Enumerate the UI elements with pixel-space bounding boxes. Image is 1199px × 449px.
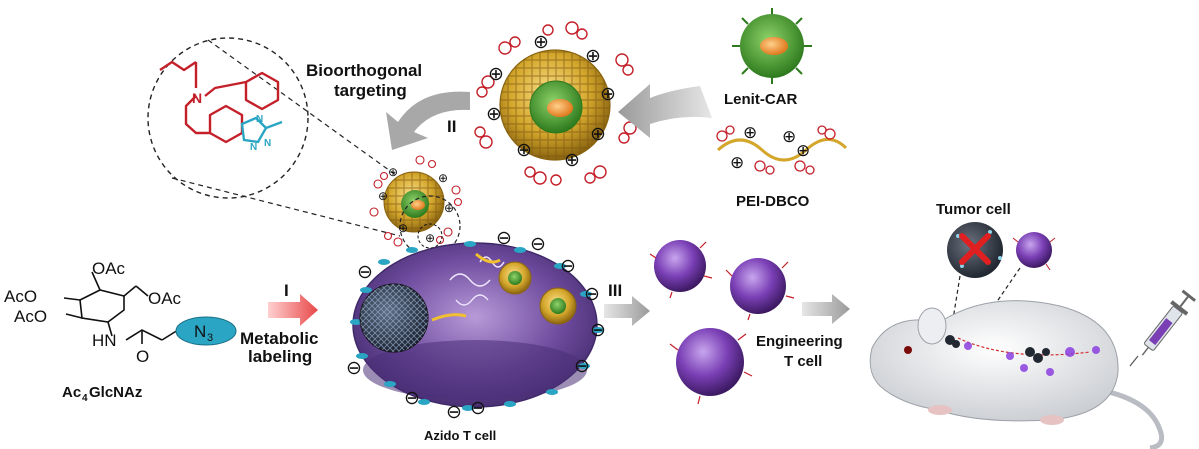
plus-sign: ⊕ <box>388 165 398 179</box>
ac4glcnaz-rest: GlcNAz <box>89 384 142 401</box>
label-aco-bottom: AcO <box>14 307 47 326</box>
plus-sign: ⊕ <box>438 171 448 185</box>
plus-charges-large: ⊕ ⊕ ⊕ ⊕ ⊕ ⊕ ⊕ ⊕ <box>486 32 616 171</box>
plus-sign: ⊕ <box>516 140 532 161</box>
minus-sign: ⊖ <box>470 398 486 419</box>
dbco-n-label: N <box>192 90 202 106</box>
label-ac4glcnaz: Ac 4 GlcNAz <box>62 384 142 404</box>
azide-badge: N 3 <box>175 316 237 346</box>
minus-sign: ⊖ <box>496 228 512 249</box>
label-step-3: III <box>608 281 622 300</box>
arrow-to-mouse <box>802 294 850 324</box>
label-bioorthogonal-line1: Bioorthogonal <box>306 61 422 80</box>
mouse <box>869 300 1165 449</box>
plus-sign: ⊕ <box>564 150 580 171</box>
plus-sign: ⊕ <box>486 104 502 125</box>
dbco-structure <box>159 60 280 144</box>
label-azido-t-cell: Azido T cell <box>424 428 496 443</box>
minus-sign: ⊖ <box>574 356 590 377</box>
minus-sign: ⊖ <box>404 388 420 409</box>
internalized-nanoparticles <box>417 223 577 325</box>
triazole-n2: N <box>250 142 257 153</box>
plus-sign: ⊕ <box>743 123 757 142</box>
minus-sign: ⊖ <box>590 320 606 341</box>
triazole-n3: N <box>264 138 271 149</box>
label-oac-right: OAc <box>148 289 182 308</box>
label-engineering-line2: T cell <box>784 353 822 370</box>
label-step-2: II <box>447 117 456 136</box>
label-aco-left: AcO <box>4 287 37 306</box>
minus-sign: ⊖ <box>446 402 462 423</box>
plus-sign: ⊕ <box>730 153 744 172</box>
label-tumor-cell: Tumor cell <box>936 201 1011 218</box>
ac4glcnaz-sub: 4 <box>82 393 88 404</box>
tumor-cell-dead <box>947 222 1003 278</box>
minus-sign: ⊖ <box>560 256 576 277</box>
minus-sign: ⊖ <box>584 284 600 305</box>
plus-sign: ⊕ <box>782 127 796 146</box>
plus-sign: ⊕ <box>585 46 601 67</box>
azide-symbol: N <box>194 322 206 341</box>
plus-sign: ⊕ <box>488 64 504 85</box>
azide-subscript: 3 <box>207 332 213 344</box>
triazole-n1: N <box>256 114 263 125</box>
label-lenit-car: Lenit-CAR <box>724 91 797 108</box>
engineered-t-cell <box>649 240 713 299</box>
plus-sign: ⊕ <box>425 231 435 245</box>
label-pei-dbco: PEI-DBCO <box>736 193 810 210</box>
minus-sign: ⊖ <box>346 358 362 379</box>
dbco-dyes-large <box>474 21 637 186</box>
label-hn: HN <box>92 331 117 350</box>
nanoparticle-large: ⊕ ⊕ ⊕ ⊕ ⊕ ⊕ ⊕ ⊕ <box>474 21 637 186</box>
lenit-car-virus <box>732 8 812 84</box>
engineered-t-cells <box>649 240 795 405</box>
arrow-step-1 <box>268 294 318 326</box>
triazole-ring <box>240 116 283 144</box>
pei-dbco-polymer: ⊕ ⊕ ⊕ ⊕ <box>716 123 848 175</box>
plus-sign: ⊕ <box>398 221 408 235</box>
arrow-step-2 <box>386 91 470 150</box>
plus-sign: ⊕ <box>378 189 388 203</box>
label-bioorthogonal-line2: targeting <box>334 81 407 100</box>
plus-sign: ⊕ <box>444 201 454 215</box>
plus-sign: ⊕ <box>600 84 616 105</box>
minus-sign: ⊖ <box>530 234 546 255</box>
label-step-1: I <box>284 281 289 300</box>
arrow-assembly <box>618 84 712 138</box>
t-cell-attacking <box>1012 232 1056 271</box>
nanoparticle-small: ⊕ ⊕ ⊕ ⊕ ⊕ ⊕ <box>369 155 463 257</box>
label-metabolic-line1: Metabolic <box>240 329 318 348</box>
dbco-zoom-circle: N N N N <box>147 37 401 237</box>
plus-sign: ⊕ <box>590 124 606 145</box>
arrow-step-3 <box>604 296 650 326</box>
label-metabolic-line2: labeling <box>248 347 312 366</box>
azido-t-cell: ⊖ ⊖ ⊖ ⊖ ⊖ ⊖ ⊖ ⊖ ⊖ ⊖ ⊖ <box>346 223 606 423</box>
minus-sign: ⊖ <box>357 262 373 283</box>
label-engineering-line1: Engineering <box>756 333 843 350</box>
label-oac-top: OAc <box>92 259 126 278</box>
label-oxygen: O <box>136 347 149 366</box>
engineered-t-cell <box>669 328 753 405</box>
ac4glcnaz-molecule <box>63 271 179 344</box>
syringe <box>1129 289 1197 367</box>
engineered-t-cell <box>725 258 795 321</box>
plus-sign: ⊕ <box>796 141 810 160</box>
ac4glcnaz-main: Ac <box>62 384 81 401</box>
plus-sign: ⊕ <box>533 32 549 53</box>
